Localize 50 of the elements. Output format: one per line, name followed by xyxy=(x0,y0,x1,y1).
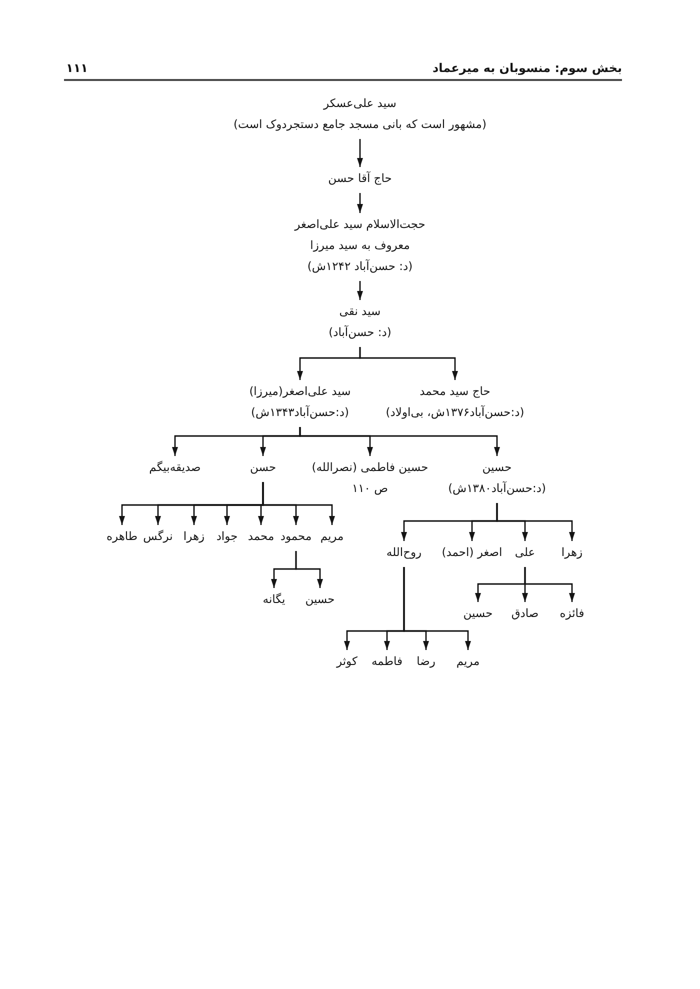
person-name: حسین xyxy=(305,591,335,608)
person-name: محمود xyxy=(280,528,312,545)
note-text: ص ۱۱۰ xyxy=(352,480,388,497)
person-name: مریم xyxy=(320,528,344,545)
person-name: یگانه xyxy=(262,591,286,608)
arrow xyxy=(401,503,498,541)
arrow xyxy=(357,281,363,300)
person-name: نرگس xyxy=(143,528,173,545)
person-name: صدیقه‌بیگم xyxy=(149,459,201,476)
person-name: محمد xyxy=(248,528,274,545)
note-text: معروف به سید میرزا xyxy=(310,237,410,254)
arrow xyxy=(119,482,264,525)
person-name: سید علی‌اصغر(میرزا) xyxy=(249,383,351,400)
arrow xyxy=(357,193,363,213)
person-name: علی xyxy=(514,544,536,561)
note-text: (مشهور است که بانی مسجد جامع دستجردوک است) xyxy=(234,116,486,133)
arrow xyxy=(271,551,297,588)
person-name: اصغر (احمد) xyxy=(442,544,502,561)
person-name: حسین xyxy=(482,459,512,476)
note-text: (د: حسن‌آباد) xyxy=(328,324,392,341)
person-name: حسین فاطمی (نصرالله) xyxy=(312,459,428,476)
note-text: (د:حسن‌آباد۱۳۷۶ش، بی‌اولاد) xyxy=(386,404,524,421)
person-name: حاج سید محمد xyxy=(420,383,490,400)
person-name: زهرا xyxy=(561,544,583,561)
person-name: رضا xyxy=(416,653,436,670)
person-name: فاطمه xyxy=(372,653,402,670)
arrow xyxy=(357,139,363,167)
person-name: مریم xyxy=(456,653,480,670)
person-name: حاج آقا حسن xyxy=(328,170,392,187)
person-name: روح‌الله xyxy=(386,544,422,561)
person-name: سید علی‌عسکر xyxy=(324,95,396,112)
arrow xyxy=(172,427,301,456)
note-text: (د: حسن‌آباد ۱۲۴۲ش) xyxy=(307,258,413,275)
arrow xyxy=(344,567,405,650)
person-name: صادق xyxy=(511,605,539,622)
note-text: (د:حسن‌آباد۱۳۸۰ش) xyxy=(448,480,546,497)
chapter-heading: بخش سوم: منسوبان به میرعماد xyxy=(432,60,622,76)
person-name: زهرا xyxy=(183,528,205,545)
page-number: ۱۱۱ xyxy=(66,60,88,76)
person-name: سید نقی xyxy=(339,303,381,320)
arrow xyxy=(297,347,361,380)
person-name: فائزه xyxy=(560,605,584,622)
person-name: جواد xyxy=(216,528,238,545)
person-name: حجت‌الاسلام سید علی‌اصغر xyxy=(294,216,426,233)
arrow xyxy=(475,567,526,602)
person-name: حسین xyxy=(463,605,493,622)
person-name: طاهره xyxy=(106,528,138,545)
person-name: کوثر xyxy=(336,653,358,670)
person-name: حسن xyxy=(250,459,276,476)
note-text: (د:حسن‌آباد۱۳۴۳ش) xyxy=(251,404,349,421)
